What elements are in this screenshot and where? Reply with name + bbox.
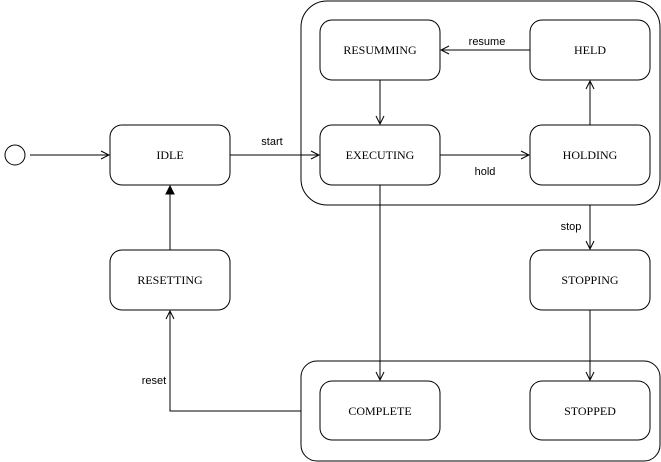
initial-state-node: [4, 144, 26, 166]
state-stopped: STOPPED: [529, 380, 651, 441]
state-resetting-label: RESETTING: [137, 273, 203, 287]
state-holding-label: HOLDING: [563, 148, 618, 162]
state-executing-label: EXECUTING: [346, 148, 415, 162]
label-hold: hold: [475, 166, 496, 178]
state-stopping: STOPPING: [529, 249, 651, 311]
state-executing: EXECUTING: [319, 124, 441, 186]
state-idle-label: IDLE: [156, 148, 183, 162]
edge-reset: [170, 311, 301, 412]
state-idle: IDLE: [109, 124, 231, 186]
state-holding: HOLDING: [529, 124, 651, 186]
label-resume: resume: [469, 36, 506, 48]
label-stop: stop: [561, 221, 582, 233]
state-stopping-label: STOPPING: [561, 273, 618, 287]
state-resumming-label: RESUMMING: [343, 43, 417, 57]
state-held-label: HELD: [574, 43, 606, 57]
state-complete-label: COMPLETE: [348, 404, 411, 418]
state-held: HELD: [529, 19, 651, 81]
state-resetting: RESETTING: [109, 249, 231, 311]
state-stopped-label: STOPPED: [564, 404, 616, 418]
label-reset: reset: [142, 375, 166, 387]
state-complete: COMPLETE: [319, 380, 441, 441]
state-resumming: RESUMMING: [319, 19, 441, 81]
label-start: start: [261, 136, 282, 148]
